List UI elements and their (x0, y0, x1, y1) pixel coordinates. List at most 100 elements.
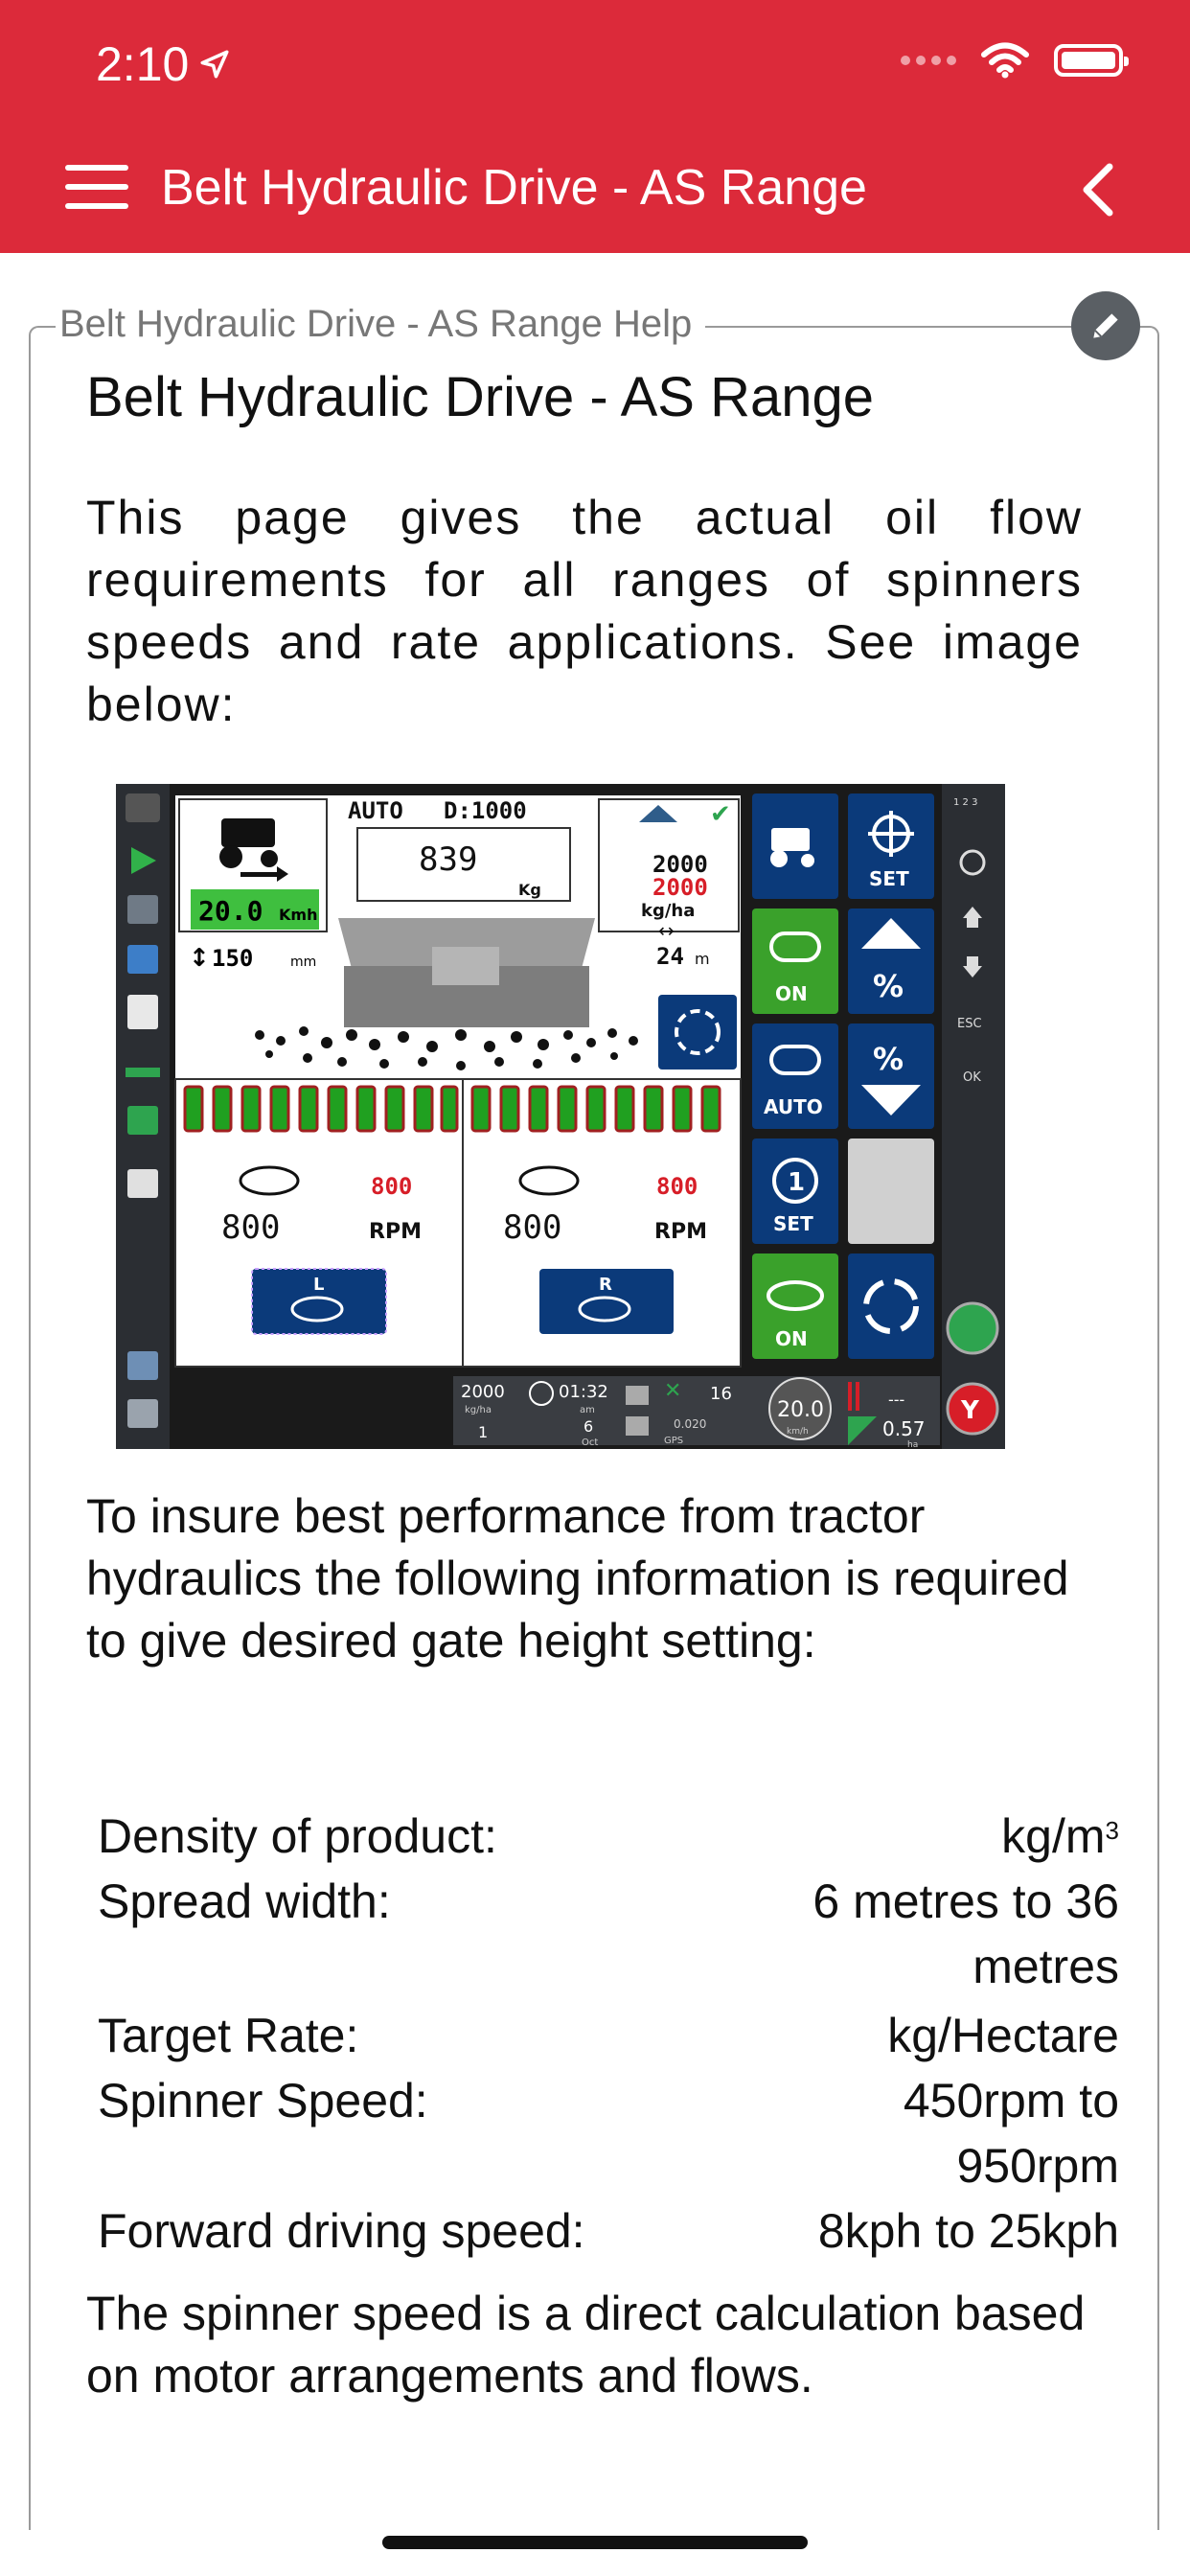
belt-on-label: ON (775, 982, 808, 1005)
weight-readout: 839 (419, 840, 477, 879)
status-icons (901, 42, 1129, 79)
spinner-right-set: 800 (656, 1173, 698, 1200)
gate-height: 150 (212, 945, 253, 972)
svg-text:1: 1 (788, 1168, 805, 1197)
table-row: Target Rate: kg/Hectare (98, 1999, 1119, 2068)
bottom-sats: 16 (710, 1384, 732, 1404)
decrease-pct-label: % (873, 1041, 904, 1077)
spec-superscript: 3 (1105, 1816, 1119, 1845)
spec-value-text: kg/m (1001, 1809, 1106, 1863)
hamburger-line (65, 184, 128, 190)
spec-value: 450rpm to 950rpm (903, 2074, 1119, 2193)
spec-label: Spinner Speed: (98, 2074, 428, 2128)
spinner-left-icon (239, 1165, 300, 1196)
bottom-speed-unit: km/h (787, 1427, 809, 1437)
bottom-gps-val: 0.020 (674, 1417, 706, 1431)
rate-target: 2000 (652, 874, 708, 901)
intro-paragraph: This page gives the actual oil flow requ… (86, 490, 1083, 731)
bottom-section: 1 (478, 1423, 488, 1441)
esc-key: ESC (957, 1017, 982, 1031)
speed-unit: Kmh (279, 906, 317, 924)
bottom-day: 6 (584, 1417, 593, 1436)
width-readout: 24 (656, 943, 684, 970)
svg-text:Y: Y (960, 1396, 980, 1425)
help-panel-legend: Belt Hydraulic Drive - AS Range Help (56, 303, 706, 346)
spinner-on-label: ON (775, 1327, 808, 1350)
requirements-paragraph: To insure best performance from tractor … (86, 1489, 1069, 1668)
app-bar: 2:10 Belt Hydraulic Drive - AS Range (0, 0, 1190, 253)
back-chevron-icon[interactable] (1075, 161, 1123, 218)
menu-button[interactable] (65, 165, 128, 211)
svg-text:✔: ✔ (710, 800, 731, 829)
page-title: Belt Hydraulic Drive - AS Range (161, 160, 867, 216)
spinner-right-actual: 800 (503, 1208, 561, 1247)
function-buttons: SET ON % AUTO % 1 SET ON (752, 794, 934, 1359)
spinner-left-actual: 800 (221, 1208, 280, 1247)
home-indicator[interactable] (382, 2536, 808, 2549)
bottom-time: 01:32 (559, 1382, 608, 1402)
edit-button[interactable] (1071, 291, 1140, 360)
bottom-month: Oct (582, 1438, 598, 1448)
svg-text:↔: ↔ (658, 919, 675, 942)
spinner-left-unit: RPM (369, 1220, 422, 1244)
set-target-label: SET (869, 867, 909, 890)
flow-bars-right (470, 1085, 721, 1133)
granule-spray (255, 1026, 638, 1070)
tractor-icon (219, 818, 288, 882)
article-heading: Belt Hydraulic Drive - AS Range (86, 366, 874, 428)
status-time-text: 2:10 (96, 37, 190, 91)
weight-unit: Kg (518, 881, 541, 899)
requirements-section: To insure best performance from tractor … (86, 1485, 1083, 1672)
bottom-speed: 20.0 (777, 1398, 824, 1422)
spec-label: Spread width: (98, 1874, 391, 1928)
spec-value: 8kph to 25kph (817, 2204, 1119, 2258)
density-label: D:1000 (444, 797, 527, 824)
spec-label: Density of product: (98, 1809, 497, 1863)
spec-table: Density of product: kg/m3 Spread width: … (98, 1804, 1119, 2264)
ok-key: OK (963, 1070, 981, 1085)
bottom-area: 0.57 (882, 1417, 926, 1440)
gate-unit: mm (290, 954, 316, 970)
bottom-gps: GPS (664, 1436, 683, 1446)
bottom-rate-unit: kg/ha (465, 1405, 492, 1415)
location-arrow-icon (200, 50, 229, 79)
auto-label: AUTO (764, 1095, 823, 1118)
spec-value: 6 metres to 36 metres (812, 1874, 1119, 1993)
cellular-signal-icon (901, 56, 956, 65)
hamburger-icon (65, 165, 128, 171)
spinner-right-icon (518, 1165, 580, 1196)
toolbar-icons (126, 794, 160, 1428)
flow-bars-left (183, 1085, 459, 1133)
mode-label: AUTO (348, 797, 403, 824)
spinner-left-side: L (313, 1275, 324, 1295)
spec-label: Forward driving speed: (98, 2204, 585, 2258)
article: Belt Hydraulic Drive - AS Range This pag… (86, 364, 1083, 736)
table-row: Forward driving speed: 8kph to 25kph (98, 2198, 1119, 2264)
bottom-time-unit: am (580, 1405, 595, 1415)
spinner-right-side: R (599, 1275, 612, 1295)
right-bar-top: 1 2 3 (953, 797, 977, 808)
bottom-area-top: --- (888, 1391, 904, 1409)
status-time: 2:10 (96, 36, 231, 92)
terminal-screenshot: 20.0 Kmh ↕ 150 mm AUTO D:1000 839 Kg ✔ 2… (116, 784, 1005, 1449)
hamburger-line (65, 203, 128, 209)
svg-text:↕: ↕ (189, 944, 210, 973)
rate-actual: 2000 (652, 851, 708, 878)
bottom-rate: 2000 (461, 1382, 505, 1402)
spec-value: kg/m3 (736, 1804, 1119, 1869)
spec-label: Target Rate: (98, 2009, 359, 2062)
spinner-right-unit: RPM (654, 1220, 707, 1244)
increase-pct-label: % (873, 968, 904, 1004)
set-one-label: SET (773, 1212, 813, 1235)
spinner-left-set: 800 (371, 1173, 412, 1200)
svg-text:✕: ✕ (664, 1379, 681, 1403)
table-row: Spread width: 6 metres to 36 metres (98, 1869, 1119, 1999)
bottom-area-unit: ha (907, 1440, 918, 1449)
battery-icon (1054, 44, 1129, 77)
speed-readout: 20.0 (198, 895, 263, 927)
pencil-icon (1093, 313, 1118, 338)
table-row: Density of product: kg/m3 (98, 1804, 1119, 1869)
conclusion-paragraph: The spinner speed is a direct calculatio… (86, 2287, 1086, 2403)
width-unit: m (695, 950, 710, 968)
rate-unit: kg/ha (641, 901, 695, 921)
